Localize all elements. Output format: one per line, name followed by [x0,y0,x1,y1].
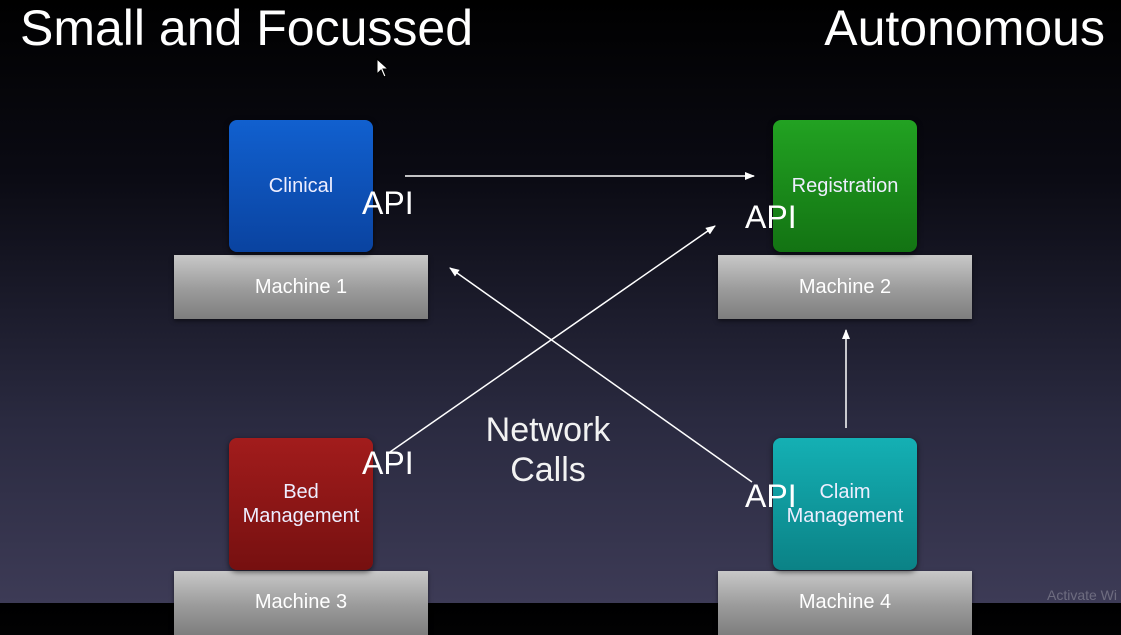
api-label-registration: API [745,199,797,235]
machine-2: Machine 2 [718,255,972,319]
network-calls-label: Network Calls [485,411,611,489]
api-label-bed-management: API [362,445,414,481]
service-clinical: Clinical [229,120,373,252]
arrow-bed-to-registration [389,225,716,453]
service-clinical-label: Clinical [268,175,334,197]
api-label-clinical: API [362,185,414,221]
service-claim-management-label: Claim Management [786,481,904,527]
machine-4: Machine 4 [718,571,972,635]
arrow-claim-to-clinical [449,267,753,483]
service-claim-management: Claim Management [773,438,917,570]
activation-watermark: Activate Wi [1046,587,1117,603]
machine-3: Machine 3 [174,571,428,635]
slide-title-left: Small and Focussed [20,0,474,56]
service-registration: Registration [773,120,917,252]
service-registration-label: Registration [791,175,899,197]
network-call-arrows [389,172,850,483]
slide-title-right: Autonomous [824,0,1105,56]
service-bed-management: Bed Management [229,438,373,570]
machine-1: Machine 1 [174,255,428,319]
api-label-claim-management: API [745,478,797,514]
service-bed-management-label: Bed Management [242,481,360,527]
mouse-cursor-icon [376,58,390,78]
